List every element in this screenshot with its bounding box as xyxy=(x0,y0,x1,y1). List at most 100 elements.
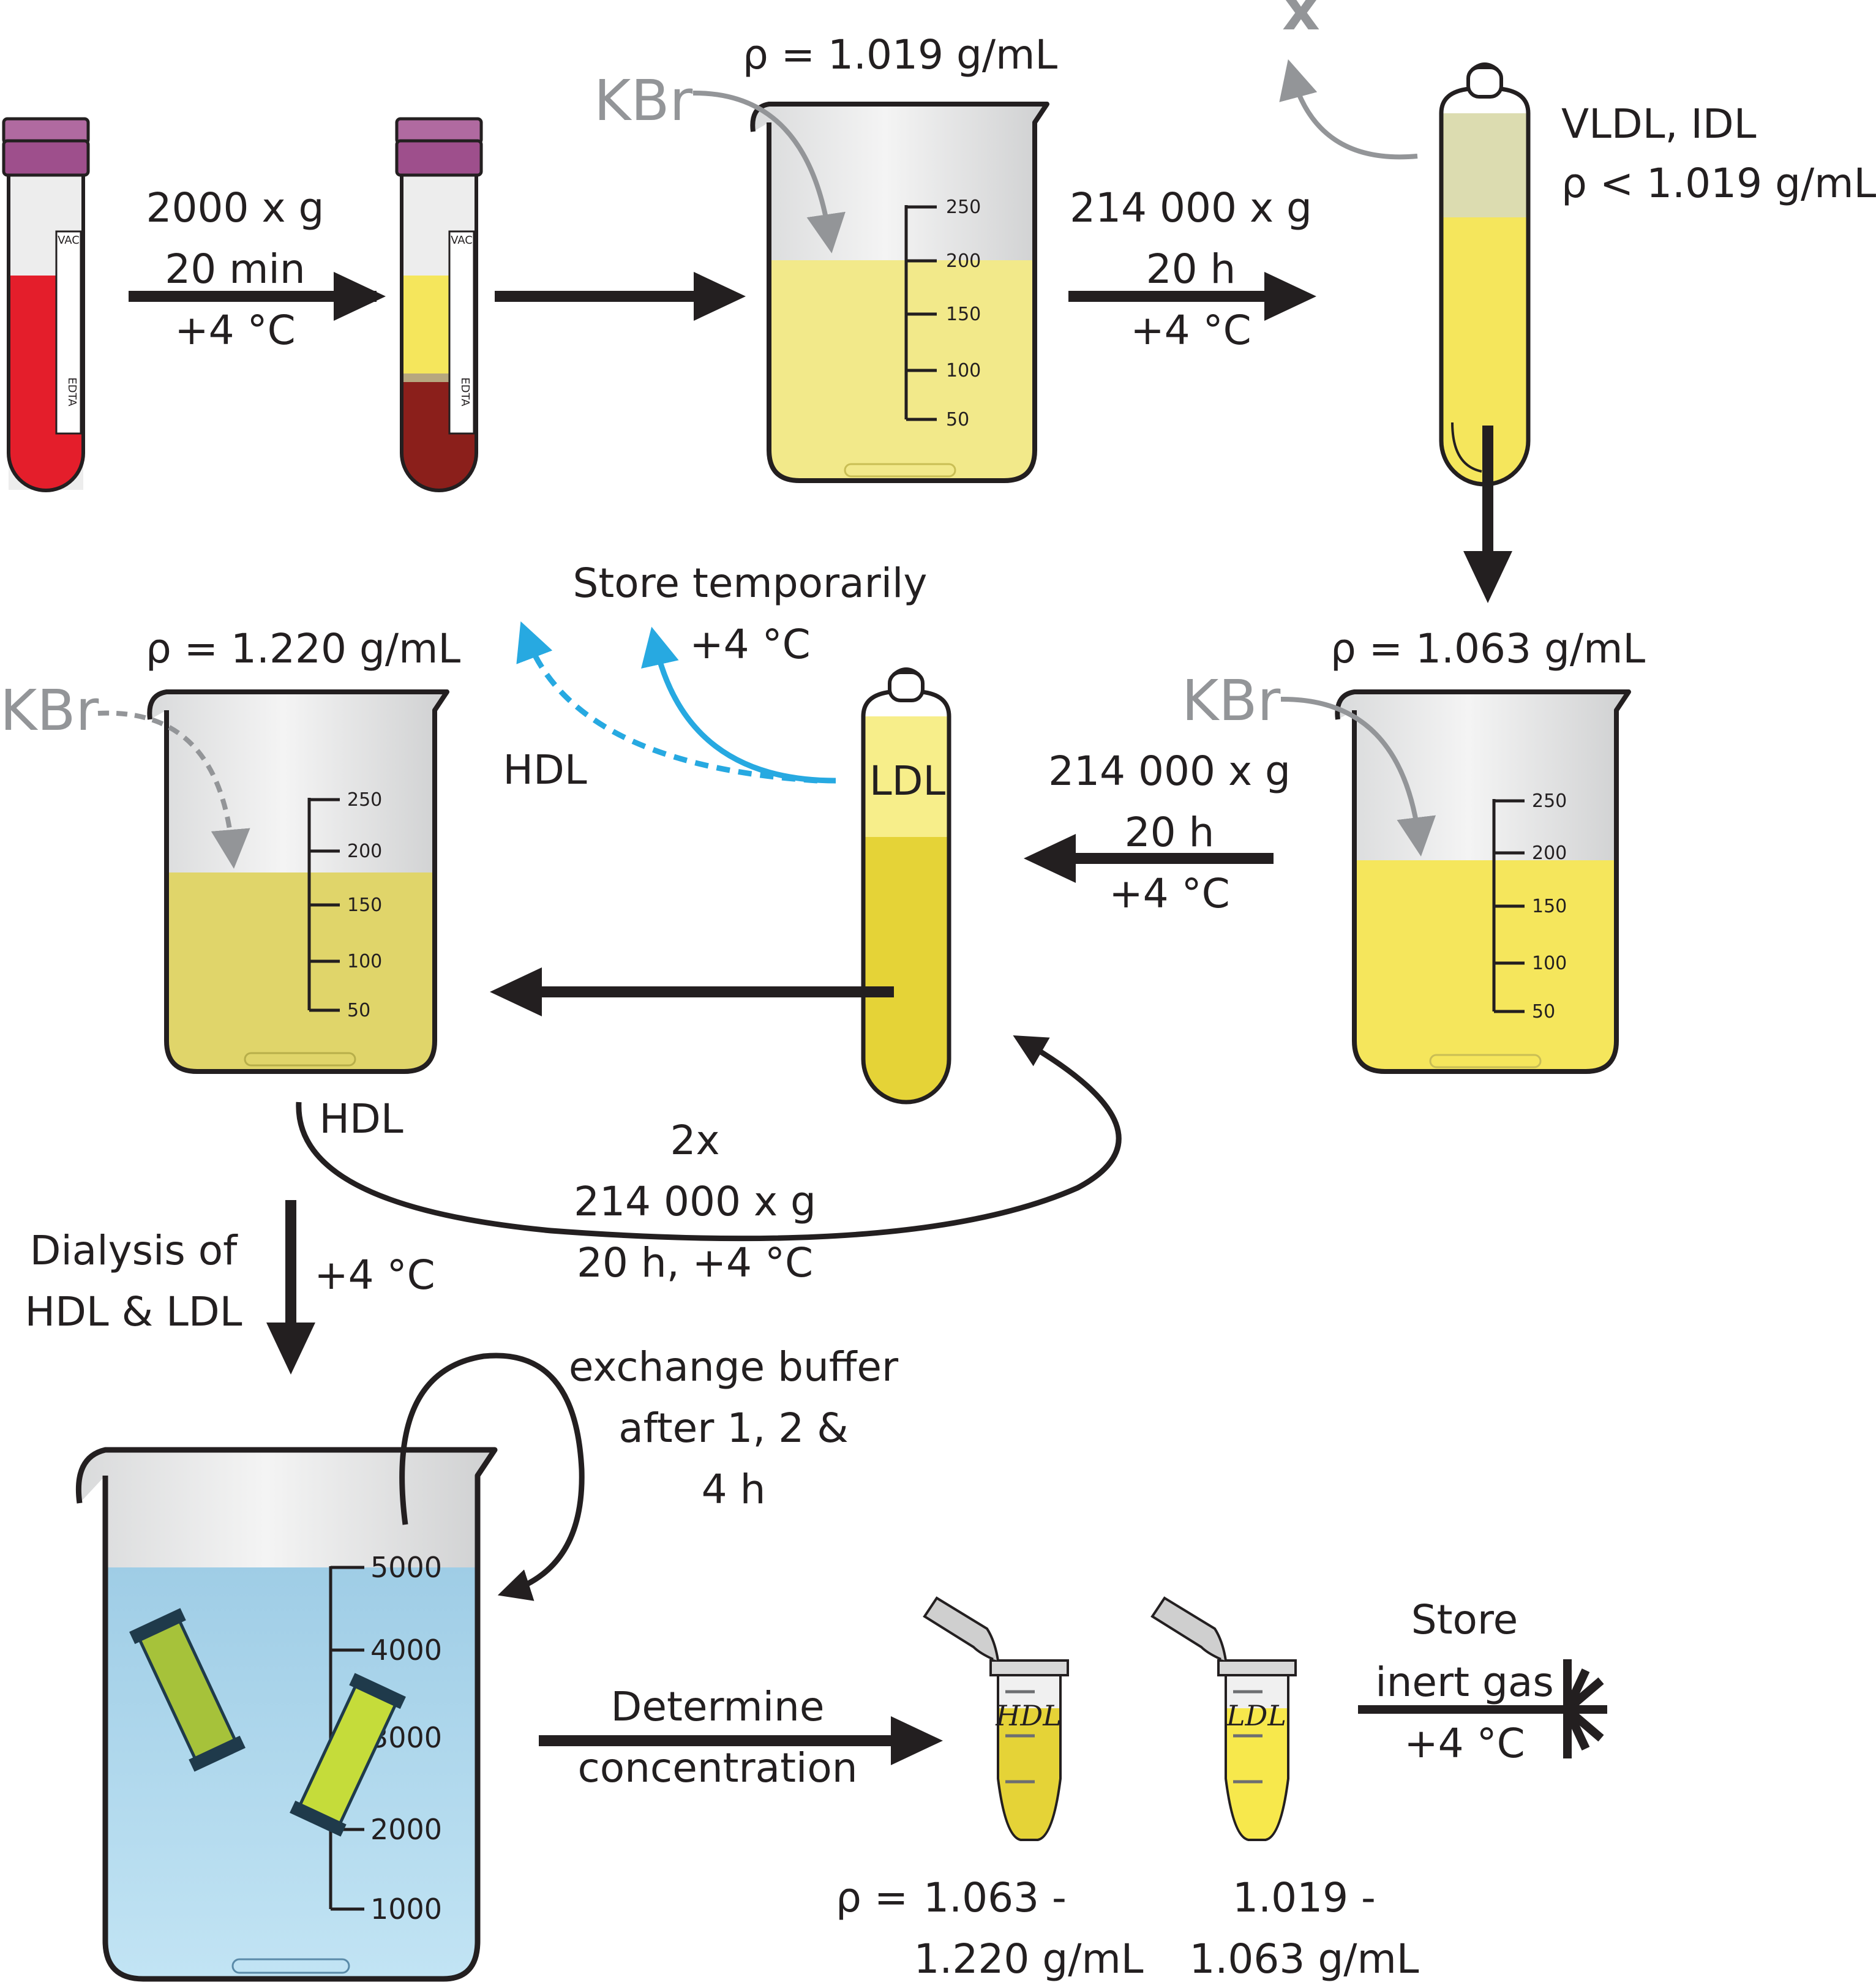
hdl-store-label: HDL xyxy=(503,746,587,794)
store-final-label-3: +4 °C xyxy=(1404,1720,1525,1767)
step2-time: 20 h xyxy=(1146,246,1236,293)
eppendorf-tube-ldl xyxy=(1150,1596,1297,1841)
arrow-head-6 xyxy=(891,1716,943,1765)
scale-200: 200 xyxy=(946,250,981,272)
step3-temp: +4 °C xyxy=(1109,870,1229,917)
scale-50: 50 xyxy=(946,409,969,430)
ldl-density-range-2: 1.063 g/mL xyxy=(1189,1935,1419,1983)
scale2-250: 250 xyxy=(1532,790,1567,812)
scale-5000: 5000 xyxy=(370,1551,442,1584)
store-final-label-2: inert gas xyxy=(1375,1659,1554,1706)
arrow-head-5 xyxy=(490,967,542,1016)
store-hdl-arrow xyxy=(516,621,818,784)
store-temporarily-label: Store temporarily xyxy=(573,560,928,607)
scale3-200: 200 xyxy=(347,841,382,862)
vldl-density-label: ρ < 1.019 g/mL xyxy=(1561,160,1876,207)
discard-arrow xyxy=(1279,59,1418,160)
ultracentrifuge-tube-vldl xyxy=(1439,62,1531,487)
scale-1000: 1000 xyxy=(370,1893,442,1926)
arrow-head-down-1 xyxy=(1463,551,1512,603)
store-temporarily-temp: +4 °C xyxy=(689,621,810,668)
scale2-100: 100 xyxy=(1532,953,1567,974)
hdl-handwritten-label: HDL xyxy=(995,1699,1062,1732)
loop-count: 2x xyxy=(670,1117,719,1164)
scale2-150: 150 xyxy=(1532,896,1567,917)
beaker-density-1063: 250 200 150 100 50 xyxy=(1335,689,1631,1074)
scale-2000: 2000 xyxy=(370,1813,442,1846)
beaker-density-1019: 250 200 150 100 50 xyxy=(750,102,1049,483)
hdl-beaker-label: HDL xyxy=(319,1095,403,1143)
step2-temp: +4 °C xyxy=(1130,307,1251,354)
kbr-label-1: KBr xyxy=(594,68,692,133)
step1-temp: +4 °C xyxy=(174,307,295,354)
kbr-label-3: KBr xyxy=(0,678,99,743)
step2-force: 214 000 x g xyxy=(1070,184,1312,231)
ldl-tube-label: LDL xyxy=(869,757,946,805)
stir-bar-icon xyxy=(244,1052,356,1067)
tube2-edta-label: EDTA xyxy=(459,377,471,407)
kbr-arrow-2 xyxy=(1280,696,1436,857)
density-1019: ρ = 1.019 g/mL xyxy=(743,31,1058,78)
scale3-50: 50 xyxy=(347,1000,370,1021)
dialysis-temp: +4 °C xyxy=(314,1251,435,1299)
scale-4000: 4000 xyxy=(370,1634,442,1667)
step3-time: 20 h xyxy=(1125,809,1215,856)
tube-edta-label: EDTA xyxy=(66,377,78,407)
discard-x-mark: x xyxy=(1282,0,1320,43)
stir-bar-icon xyxy=(231,1958,350,1974)
kbr-label-2: KBr xyxy=(1182,668,1280,734)
ldl-density-range-1: 1.019 - xyxy=(1233,1874,1376,1921)
scale-100: 100 xyxy=(946,360,981,381)
loop-force: 214 000 x g xyxy=(574,1178,816,1225)
determine-label-1: Determine xyxy=(611,1683,825,1730)
exchange-buffer-arrow xyxy=(399,1353,585,1601)
scale-250: 250 xyxy=(946,197,981,218)
kbr-arrow-3 xyxy=(97,710,250,869)
dialysis-label-2: HDL & LDL xyxy=(24,1288,242,1335)
beaker-density-1220: 250 200 150 100 50 xyxy=(147,689,449,1074)
scale3-100: 100 xyxy=(347,951,382,972)
blood-collection-tube: VAC EDTA xyxy=(2,117,90,492)
dialysis-beaker: 5000 4000 3000 2000 1000 xyxy=(75,1447,498,1982)
scale2-50: 50 xyxy=(1532,1001,1555,1023)
vldl-idl-label: VLDL, IDL xyxy=(1561,100,1757,148)
ldl-handwritten-label: LDL xyxy=(1226,1699,1286,1732)
stir-bar-icon xyxy=(844,463,956,478)
hdl-density-range-2: 1.220 g/mL xyxy=(914,1935,1143,1983)
scale2-200: 200 xyxy=(1532,842,1567,864)
store-final-label-1: Store xyxy=(1411,1596,1518,1643)
store-ldl-arrow xyxy=(641,626,836,784)
tube2-vac-label: VAC xyxy=(451,234,473,247)
arrow-head-2 xyxy=(694,272,746,321)
dialysis-cassette-hdl xyxy=(129,1608,246,1772)
kbr-arrow-1 xyxy=(692,90,846,253)
scale-150: 150 xyxy=(946,304,981,325)
repeat-loop-arrow xyxy=(296,1035,1122,1242)
dialysis-label-1: Dialysis of xyxy=(30,1227,238,1274)
exchange-label-1: exchange buffer xyxy=(569,1343,899,1390)
dialysis-cassette-ldl xyxy=(290,1673,406,1837)
step1-time: 20 min xyxy=(165,246,305,293)
density-1220: ρ = 1.220 g/mL xyxy=(146,625,461,672)
determine-label-2: concentration xyxy=(577,1744,857,1792)
loop-time-temp: 20 h, +4 °C xyxy=(577,1239,813,1286)
hdl-density-range-1: 1.063 - xyxy=(923,1874,1067,1921)
eppendorf-tube-hdl xyxy=(923,1596,1069,1841)
step1-force: 2000 x g xyxy=(146,184,325,231)
tube-vac-label: VAC xyxy=(58,234,80,247)
inert-gas-symbol xyxy=(1563,1659,1607,1758)
exchange-label-3: 4 h xyxy=(702,1466,766,1513)
centrifuged-blood-tube: VAC EDTA xyxy=(395,117,483,492)
exchange-label-2: after 1, 2 & xyxy=(618,1405,849,1452)
scale3-150: 150 xyxy=(347,895,382,916)
arrow-head-down-2 xyxy=(266,1323,315,1375)
ultracentrifuge-tube-ldl xyxy=(861,667,951,1105)
stir-bar-icon xyxy=(1429,1054,1542,1068)
step3-force: 214 000 x g xyxy=(1048,748,1291,795)
density-1063: ρ = 1.063 g/mL xyxy=(1330,625,1646,672)
rho-label: ρ = xyxy=(836,1874,908,1921)
arrow-head-3 xyxy=(1264,272,1316,321)
arrow-head-4 xyxy=(1024,834,1076,883)
scale3-250: 250 xyxy=(347,789,382,811)
